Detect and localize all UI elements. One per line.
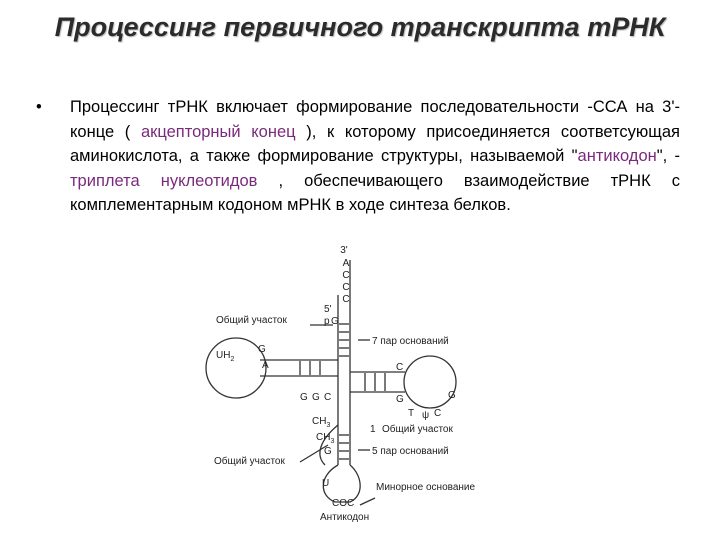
label-common-bottom: Общий участок [214, 455, 285, 467]
label-c-tarm: C [396, 362, 403, 373]
label-7-pairs: 7 пар оснований [372, 336, 449, 347]
label-acceptor-c1: C [342, 270, 349, 281]
label-minor-base: Минорное основание [376, 482, 476, 493]
bullet-mark: • [36, 98, 42, 116]
label-num-1: 1 [370, 424, 376, 435]
anticodon-loop [322, 464, 361, 503]
label-g-tloop: G [448, 390, 456, 401]
t-loop [403, 355, 457, 409]
label-ch3: CH3 [312, 416, 330, 429]
leader-common-bottom [299, 444, 329, 463]
bullet-text-part2: ), к которому присоединяется соответсующ… [70, 122, 680, 166]
label-a-dloop: A [262, 360, 269, 371]
term-acceptor-end: акцепторный конец [140, 122, 296, 141]
label-common-right: Общий участок [382, 423, 453, 435]
anticodon-stem-base-pairs [339, 434, 349, 460]
label-u-anticodon-loop: U [322, 478, 329, 489]
label-c-tloop: C [434, 408, 441, 419]
trna-cloverleaf-diagram: 3' A C C C 5' p G Общий участок 7 пар ос… [205, 245, 476, 523]
label-g-tarm: G [396, 394, 404, 405]
label-acceptor-c3: C [342, 294, 349, 305]
label-g-d1: G [300, 392, 308, 403]
label-g-d2: G [312, 392, 320, 403]
label-p: p [324, 316, 330, 327]
label-ch3-b: CH3 [316, 432, 334, 445]
term-anticodon: антикодон [577, 147, 657, 165]
label-g-acceptor: G [331, 316, 339, 327]
d-arm-base-pairs [299, 361, 321, 375]
bullet-text-part3: ", - [656, 147, 680, 165]
term-nucleotide-triplet: триплета нуклеотидов [70, 171, 258, 190]
label-g-d3: G [324, 446, 332, 457]
label-common-left: Общий участок [216, 314, 287, 326]
label-psi-tloop: ψ [422, 410, 429, 421]
label-anticodon-seq: COC [332, 498, 354, 509]
label-uh2: UH2 [216, 350, 234, 363]
leader-minor-base [359, 497, 376, 506]
label-anticodon: Антикодон [320, 512, 369, 523]
d-loop [205, 337, 267, 399]
t-arm-base-pairs [364, 373, 386, 391]
bullet-text: Процессинг тРНК включает формирование по… [70, 95, 680, 218]
label-5-prime: 5' [324, 304, 332, 315]
bullet-text-part4: , обеспечивающего взаимодействие тРНК с … [70, 171, 680, 215]
label-acceptor-c2: C [342, 282, 349, 293]
label-t-tloop: T [408, 408, 414, 419]
label-3-prime: 3' [340, 245, 348, 256]
acceptor-stem-base-pairs [339, 323, 349, 357]
label-c-d: C [324, 392, 331, 403]
label-g-dloop: G [258, 344, 266, 355]
bullet-paragraph: • Процессинг тРНК включает формирование … [36, 95, 680, 218]
variable-loop [319, 424, 339, 466]
label-acceptor-a: A [343, 258, 350, 269]
bullet-text-part1: Процессинг тРНК включает формирование по… [70, 98, 680, 141]
slide-title: Процессинг первичного транскрипта тРНК [54, 12, 666, 42]
label-5-pairs: 5 пар оснований [372, 446, 449, 457]
